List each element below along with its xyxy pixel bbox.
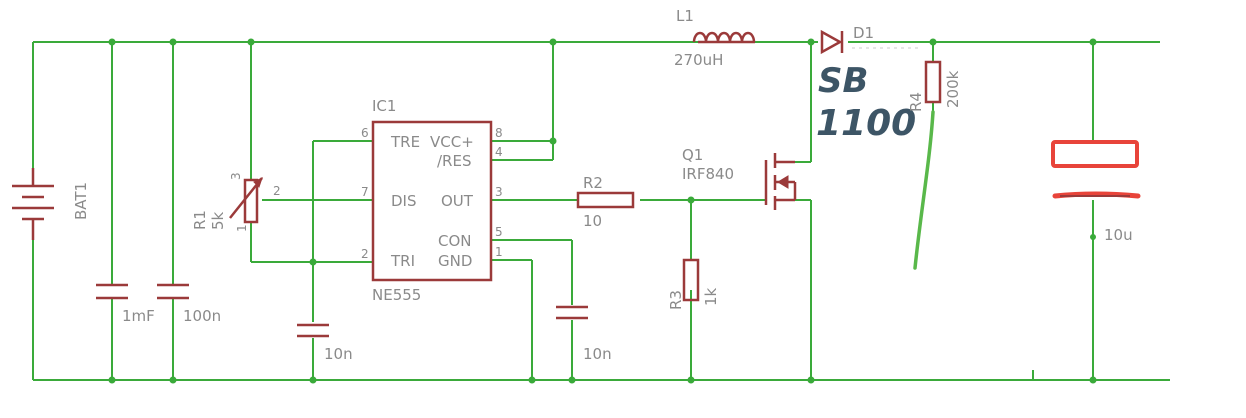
capacitor-100n: 100n: [157, 283, 221, 325]
wires: [32, 41, 1170, 381]
ic1-ref: IC1: [372, 97, 396, 115]
junction-dots: [108, 38, 1097, 384]
pin-number-1: 1: [495, 245, 503, 259]
green-pen-stroke: [913, 110, 935, 270]
capacitor-10n-control: 10n: [556, 305, 612, 363]
capacitor-1mf: 1mF: [96, 283, 155, 325]
pin-number-5: 5: [495, 225, 503, 239]
r1-pin2: 2: [273, 184, 281, 198]
r4-value: 200k: [944, 70, 962, 108]
resistor-r3: R3 1k: [667, 258, 720, 310]
pin-number-7: 7: [361, 185, 369, 199]
r1-value: 5k: [209, 211, 227, 230]
pin-number-8: 8: [495, 126, 503, 140]
capacitor-output-10u: 10u: [1051, 140, 1141, 244]
resistor-r2: R2 10: [575, 174, 635, 230]
red-pen-rectangle: [1051, 140, 1139, 168]
diode-d1: D1 SB 1100: [816, 24, 918, 144]
ic1-value: NE555: [372, 286, 421, 304]
d1-ref: D1: [853, 24, 874, 42]
pin-number-6: 6: [361, 126, 369, 140]
battery-bat1: BAT1: [12, 168, 90, 240]
r3-value: 1k: [702, 287, 720, 306]
r3-ref: R3: [667, 290, 685, 310]
pin-name-con: CON: [438, 232, 472, 250]
capacitor-10n-timing-value: 10n: [324, 345, 353, 363]
mosfet-q1: Q1 IRF840: [682, 146, 797, 210]
capacitor-output-value: 10u: [1104, 226, 1133, 244]
pin-name-gnd: GND: [438, 252, 472, 270]
q1-ref: Q1: [682, 146, 703, 164]
r1-pin1: 1: [235, 224, 249, 232]
potentiometer-r1: 3 2 1 R1 5k: [191, 172, 281, 232]
bat1-label: BAT1: [72, 182, 90, 220]
l1-ref: L1: [676, 7, 694, 25]
r4-ref: R4: [907, 92, 925, 112]
r2-ref: R2: [583, 174, 603, 192]
q1-value: IRF840: [682, 165, 734, 183]
r2-value: 10: [583, 212, 602, 230]
d1-handwritten-value-line2: 1100: [816, 103, 916, 144]
pin-number-4: 4: [495, 145, 503, 159]
capacitor-100n-value: 100n: [183, 307, 221, 325]
d1-handwritten-value-line1: SB: [818, 61, 868, 101]
pin-name-res: /RES: [437, 152, 471, 170]
pin-name-out: OUT: [441, 192, 474, 210]
capacitor-10n-timing: 10n: [297, 323, 353, 363]
capacitor-1mf-value: 1mF: [122, 307, 155, 325]
inductor-l1: L1 270uH: [674, 7, 756, 69]
capacitor-10n-control-value: 10n: [583, 345, 612, 363]
ic1-ne555: IC1 NE555 TRE VCC+ /RES DIS OUT CON TRI …: [361, 97, 503, 304]
pin-name-vcc: VCC+: [430, 133, 474, 151]
pin-name-tre: TRE: [390, 133, 420, 151]
pin-name-dis: DIS: [391, 192, 417, 210]
pin-name-tri: TRI: [390, 252, 415, 270]
pin-number-3: 3: [495, 185, 503, 199]
pin-number-2: 2: [361, 247, 369, 261]
l1-value: 270uH: [674, 51, 723, 69]
resistor-r4: R4 200k: [907, 60, 962, 270]
r1-ref: R1: [191, 210, 209, 230]
r1-pin3: 3: [229, 172, 243, 180]
